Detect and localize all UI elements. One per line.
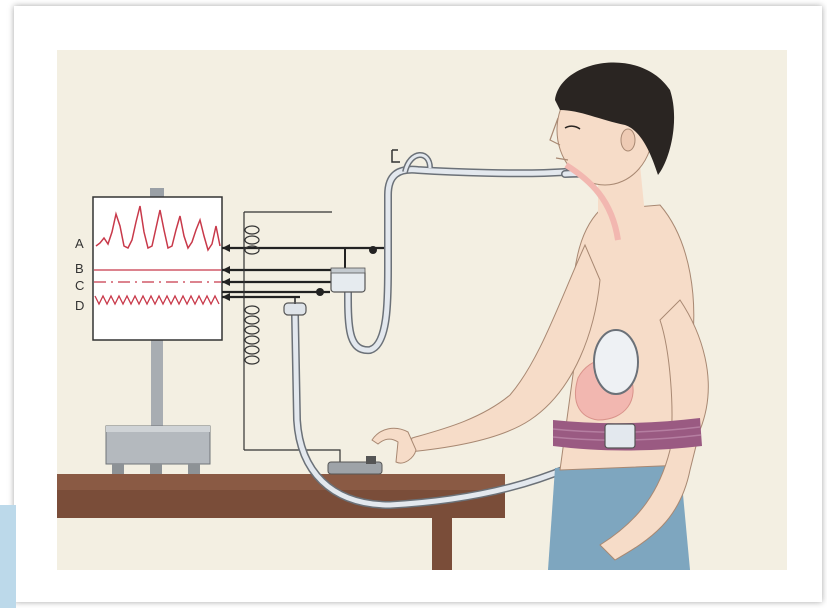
trace-label-b: B	[75, 261, 84, 276]
balloon-icon	[594, 330, 638, 394]
trace-label-a: A	[75, 236, 84, 251]
recording-drum-icon	[93, 197, 222, 340]
pressure-transducer-icon	[331, 268, 365, 292]
trace-label-c: C	[75, 278, 84, 293]
trace-label-d: D	[75, 298, 84, 313]
